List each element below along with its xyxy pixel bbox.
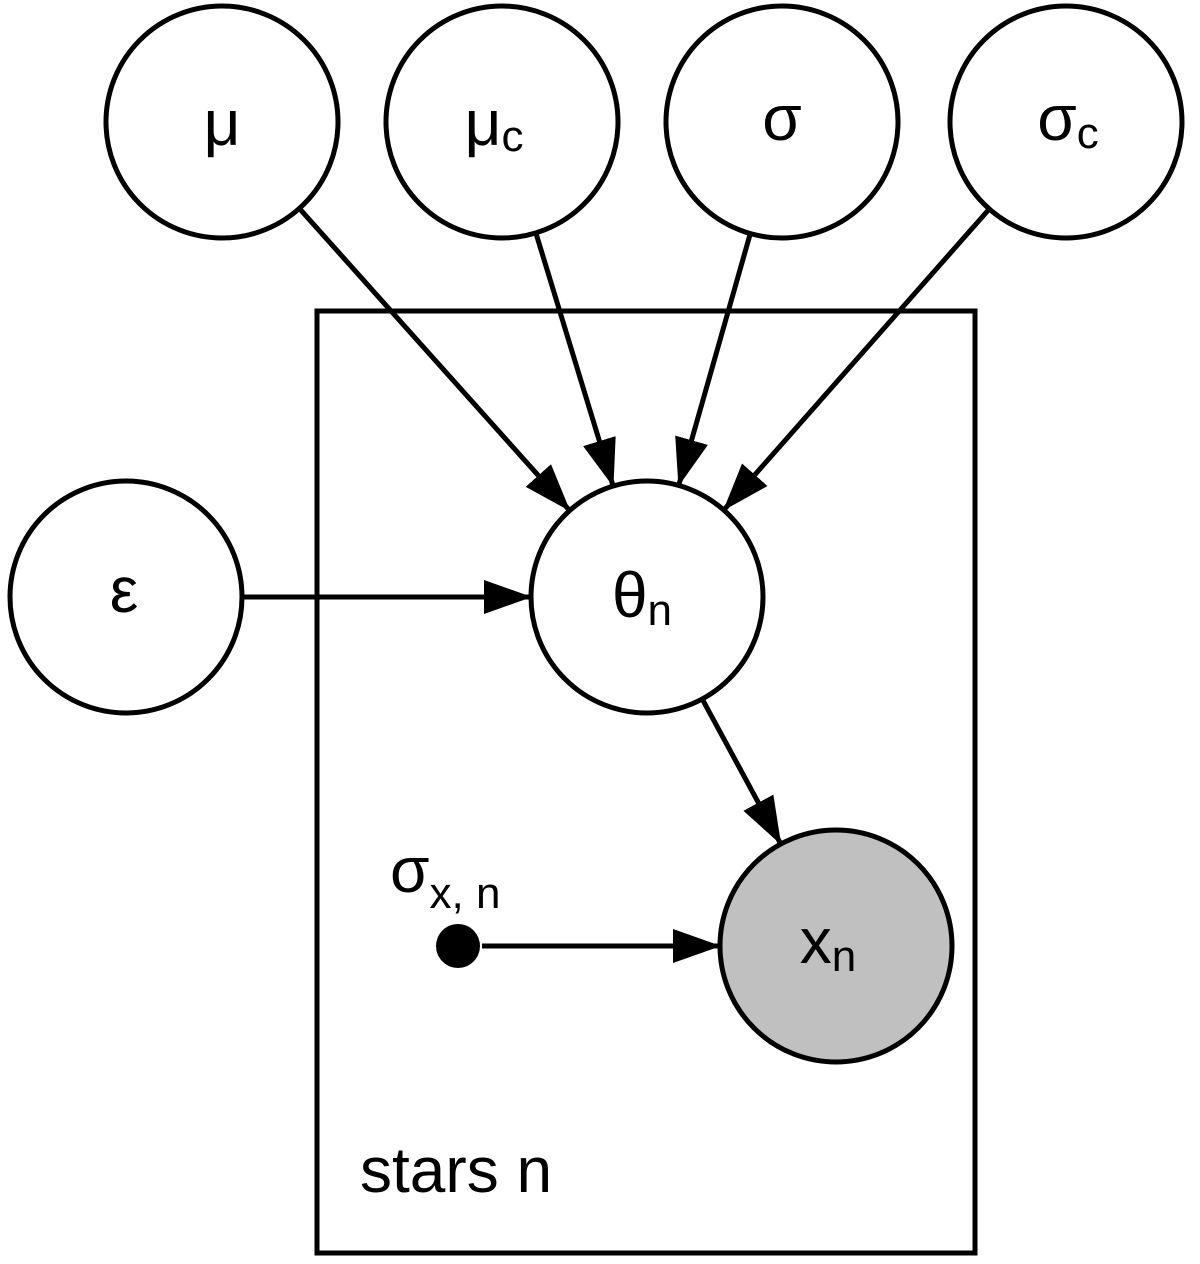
- node-mu-c: μc: [383, 3, 621, 241]
- svg-text:μ: μ: [204, 87, 241, 159]
- node-sigma-x-subscript: x, n: [430, 869, 501, 918]
- node-epsilon: ε: [7, 478, 245, 716]
- edge-mu_c-to-theta: [534, 234, 616, 488]
- svg-text:σx, n: σx, n: [390, 834, 500, 918]
- node-x-symbol: x: [800, 905, 832, 977]
- svg-text:θn: θn: [612, 559, 672, 635]
- fixed-parameter-dot: [436, 924, 480, 968]
- node-mu-symbol: μ: [204, 87, 241, 159]
- node-epsilon-symbol: ε: [110, 554, 139, 626]
- node-x-subscript: n: [832, 932, 856, 981]
- node-theta-subscript: n: [648, 586, 672, 635]
- edge-theta-to-x: [700, 699, 783, 845]
- svg-text:σc: σc: [1037, 82, 1099, 158]
- node-sigma-x-symbol: σ: [390, 834, 430, 906]
- node-theta: θn: [528, 478, 766, 716]
- node-mu-c-subscript: c: [501, 112, 523, 161]
- edge-sigma-to-theta: [675, 234, 753, 487]
- node-sigma-x: σx, n: [390, 834, 500, 968]
- node-sigma-c: σc: [947, 3, 1185, 241]
- plate-label: stars n: [360, 1134, 552, 1206]
- svg-text:μc: μc: [465, 87, 524, 161]
- node-sigma-symbol: σ: [762, 82, 802, 154]
- plate-stars: [314, 308, 978, 1256]
- edges: [244, 208, 990, 963]
- edge-mu-to-theta: [298, 208, 571, 512]
- svg-text:xn: xn: [800, 905, 856, 981]
- edge-sigma_c-to-theta: [722, 208, 990, 511]
- node-mu: μ: [103, 3, 341, 241]
- svg-text:ε: ε: [110, 554, 139, 626]
- node-mu-c-symbol: μ: [465, 87, 502, 159]
- node-theta-symbol: θ: [612, 559, 648, 631]
- node-x: xn: [717, 827, 955, 1065]
- node-sigma-c-symbol: σ: [1037, 82, 1077, 154]
- svg-text:σ: σ: [762, 82, 802, 154]
- node-sigma: σ: [663, 3, 901, 241]
- node-sigma-c-subscript: c: [1077, 109, 1099, 158]
